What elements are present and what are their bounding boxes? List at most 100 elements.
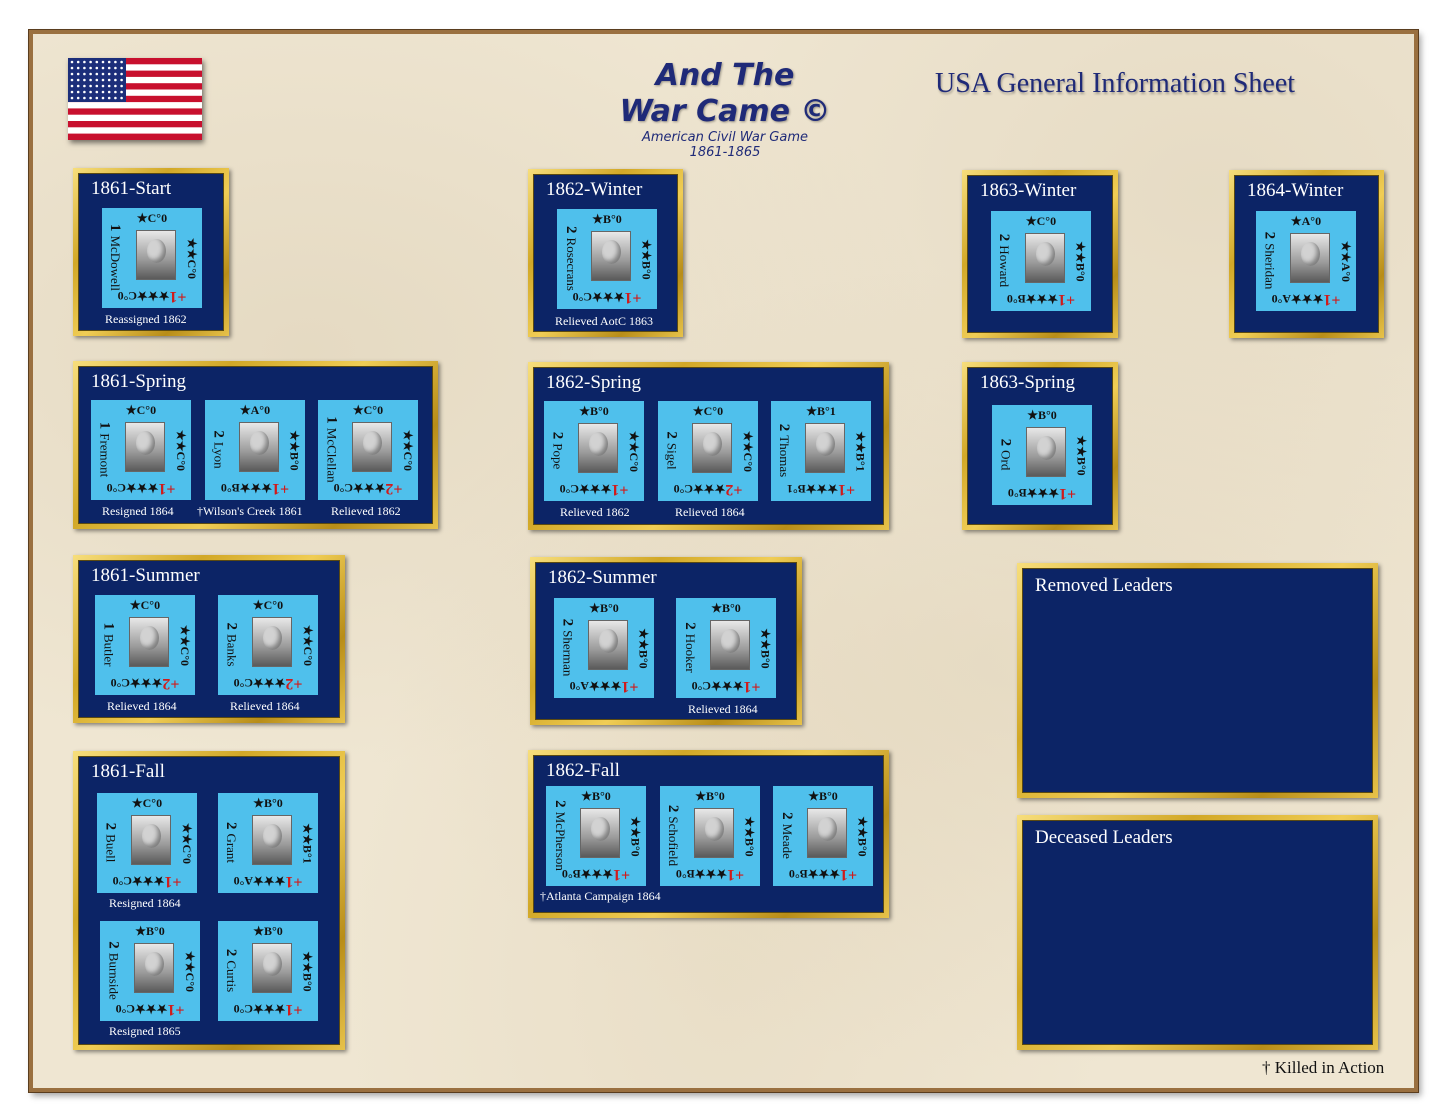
card-rating-3star: ★★★C°0 [691, 679, 744, 693]
card-name-strip: 2Buell [101, 807, 119, 877]
leader-portrait [692, 423, 732, 473]
card-rating-3star: ★★★C°0 [110, 676, 163, 690]
card-name-strip: 1Butler [99, 609, 117, 679]
card-name-strip: 2Meade [777, 800, 795, 870]
leader-portrait [252, 815, 292, 865]
card-leader-name: Banks [224, 633, 240, 667]
card-rating-2star-strip: ★★B°0 [300, 939, 315, 1003]
card-name-strip: 2Sheridan [1260, 225, 1278, 295]
card-bonus: +1 [837, 481, 856, 498]
leader-portrait [1026, 427, 1066, 477]
card-rating-2star-strip: ★★A°0 [1338, 229, 1353, 293]
card-caption: Relieved 1864 [230, 699, 300, 713]
panel-title: 1862-Fall [546, 760, 620, 781]
leader-portrait [136, 230, 176, 280]
leader-card[interactable]: ★B°0 2Curtis ★★B°0 +1★★★C°0 [218, 921, 318, 1021]
card-rating-2star-strip: ★★C°0 [300, 613, 315, 677]
panel-title: 1861-Fall [91, 761, 165, 782]
card-caption: Relieved 1864 [688, 702, 758, 716]
card-rating-3star: ★★★A°0 [569, 679, 622, 693]
card-rating-2star: ★★C°0 [300, 624, 315, 666]
card-rating-3star-strip: +1★★★B°0 [992, 484, 1092, 502]
card-rating-2star: ★★B°0 [855, 815, 870, 857]
card-rating-3star-strip: +1★★★C°0 [102, 287, 202, 305]
card-rating-2star: ★★C°0 [177, 624, 192, 666]
card-rating-3star-strip: +1★★★A°0 [218, 872, 318, 890]
card-bonus: +1 [726, 866, 745, 883]
card-rating-1star: ★B°0 [253, 924, 283, 938]
card-rank: 1 [107, 223, 124, 231]
panel-title: 1862-Summer [548, 567, 657, 588]
card-bonus: +1 [611, 481, 629, 498]
card-rating-3star-strip: +1★★★B°0 [546, 865, 646, 883]
card-rating-3star-strip: +1★★★C°0 [218, 1000, 318, 1018]
card-leader-name: Sigel [664, 442, 680, 470]
leader-portrait [129, 617, 169, 667]
card-rating-3star: ★★★C°0 [106, 481, 159, 495]
card-rating-1star: ★B°1 [806, 404, 836, 418]
leader-portrait [807, 808, 847, 858]
card-rating-2star: ★★B°0 [758, 627, 773, 669]
card-rating-3star: ★★★B°0 [675, 867, 727, 881]
card-bonus: +1 [743, 678, 761, 695]
card-rating-3star-strip: +1★★★C°0 [97, 872, 197, 890]
us-flag-icon [68, 58, 202, 140]
card-name-strip: 2McPherson [550, 800, 568, 871]
card-rating-2star-strip: ★★B°0 [1074, 423, 1089, 487]
card-rating-2star: ★★B°0 [300, 950, 315, 992]
card-rating-3star-strip: +1★★★B°1 [771, 480, 871, 498]
card-bonus: +1 [285, 873, 303, 890]
card-rating-2star-strip: ★★C°0 [182, 939, 197, 1003]
card-bonus: +1 [169, 288, 187, 305]
card-rank: 2 [562, 225, 579, 234]
card-rating-1star: ★C°0 [252, 598, 284, 612]
card-rank: 2 [223, 821, 240, 829]
card-name-strip: 2Curtis [222, 935, 240, 1005]
card-rating-2star: ★★C°0 [626, 430, 641, 472]
card-rating-3star: ★★★B°0 [788, 867, 840, 881]
card-rating-2star: ★★C°0 [400, 429, 415, 471]
card-rating-3star: ★★★B°0 [1007, 486, 1059, 500]
card-leader-name: Hooker [682, 633, 698, 673]
card-rating-2star: ★★B°0 [639, 238, 654, 280]
card-rating-3star-strip: +1★★★A°0 [554, 677, 654, 695]
card-rating-2star-strip: ★★C°0 [177, 613, 192, 677]
card-rating-2star-strip: ★★B°0 [1073, 229, 1088, 293]
card-rating-3star-strip: +2★★★C°0 [658, 480, 758, 498]
sheet-title: USA General Information Sheet [935, 68, 1296, 99]
card-rating-3star-strip: +1★★★B°0 [660, 865, 760, 883]
card-leader-name: Butler [101, 633, 117, 667]
leader-portrait [580, 808, 620, 858]
card-caption: Reassigned 1862 [105, 312, 187, 326]
card-leader-name: Pope [550, 442, 566, 469]
card-rating-2star-strip: ★★C°0 [184, 226, 199, 290]
card-rating-2star: ★★B°0 [287, 429, 302, 471]
card-name-strip: 1Fremont [95, 414, 113, 484]
